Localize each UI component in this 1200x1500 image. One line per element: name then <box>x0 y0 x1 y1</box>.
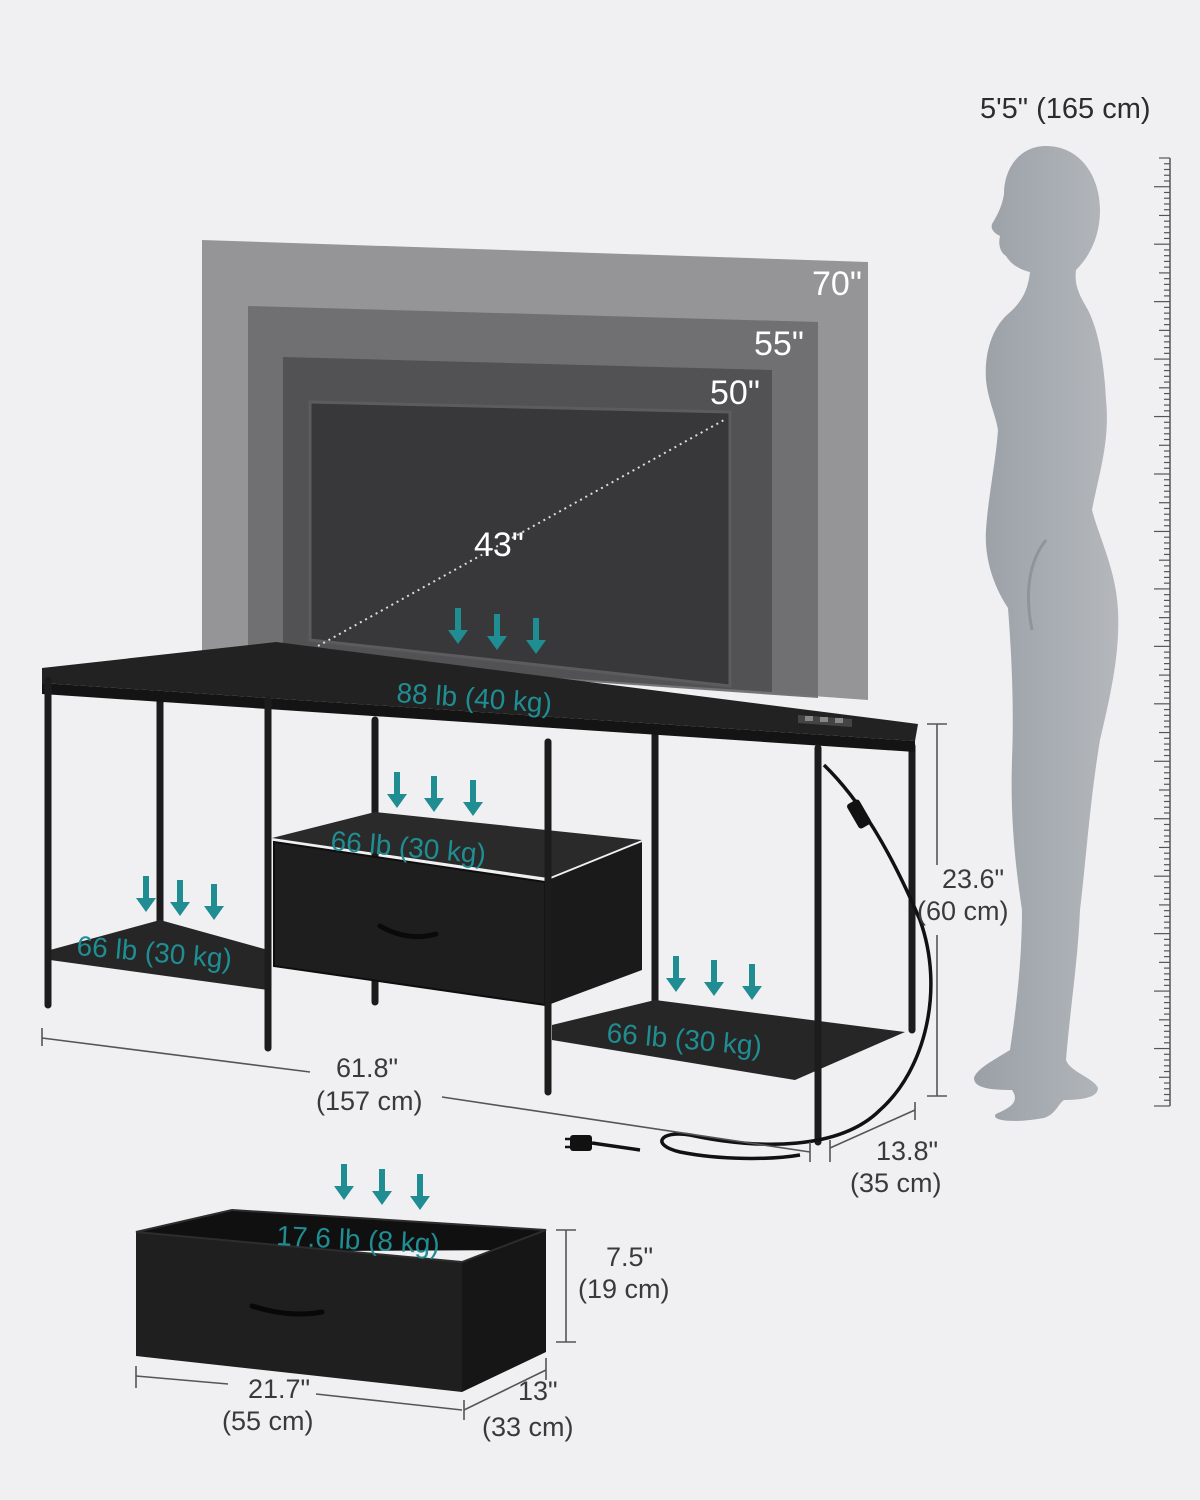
down-arrow-icon <box>136 876 156 912</box>
power-plug-icon <box>565 1135 641 1152</box>
drawer-cabinet-side <box>548 842 642 1005</box>
person-silhouette <box>974 146 1119 1121</box>
drawer-depth-inches: 13" <box>518 1376 558 1406</box>
stand-dimensions: 61.8" (157 cm) 13.8" (35 cm) 23.6" (60 c… <box>41 723 1009 1198</box>
down-arrow-icon <box>204 884 224 920</box>
tv-size-label-43: 43" <box>474 526 524 564</box>
width-cm: (157 cm) <box>316 1086 423 1116</box>
tv-size-label-50: 50" <box>710 374 760 412</box>
drawer-height-cm: (19 cm) <box>578 1274 670 1304</box>
tv-stand <box>42 642 933 1161</box>
tv-size-label-70: 70" <box>812 265 862 303</box>
person-height-label: 5'5" (165 cm) <box>980 93 1151 125</box>
tv-size-illustration: 70" 55" 50" 43" <box>202 240 868 700</box>
drawer-box-side <box>462 1230 546 1392</box>
down-arrow-icon <box>742 964 762 1000</box>
drawer-detail: 17.6 lb (8 kg) 7.5" (19 cm) 21.7" (55 cm… <box>135 1208 670 1442</box>
height-inches: 23.6" <box>942 864 1004 894</box>
cord-switch <box>847 799 871 829</box>
down-arrow-icon <box>372 1169 392 1205</box>
top-board <box>42 642 918 741</box>
top-board-edge <box>42 683 915 752</box>
tv-43-screen <box>308 400 732 688</box>
depth-inches: 13.8" <box>876 1136 938 1166</box>
down-arrow-icon <box>410 1174 430 1210</box>
power-cord <box>660 763 933 1161</box>
down-arrow-icon <box>170 880 190 916</box>
drawer-depth-cm: (33 cm) <box>482 1412 574 1442</box>
height-cm: (60 cm) <box>917 896 1009 926</box>
down-arrow-icon <box>666 956 686 992</box>
drawer-handle-icon <box>377 923 439 940</box>
depth-cm: (35 cm) <box>850 1168 942 1198</box>
drawer-width-inches: 21.7" <box>248 1374 310 1404</box>
down-arrow-icon <box>334 1164 354 1200</box>
tv-size-label-55: 55" <box>754 325 804 363</box>
down-arrow-icon <box>387 772 407 808</box>
down-arrow-icon <box>424 776 444 812</box>
down-arrow-icon <box>704 960 724 996</box>
drawer-handle-icon <box>249 1303 325 1317</box>
width-inches: 61.8" <box>336 1053 398 1083</box>
left-bottom-shelf <box>50 920 268 990</box>
height-ruler <box>1154 157 1171 1107</box>
outlet-icon <box>798 715 852 727</box>
drawer-width-cm: (55 cm) <box>222 1406 314 1436</box>
drawer-height-inches: 7.5" <box>606 1242 653 1272</box>
down-arrow-icon <box>463 780 483 816</box>
drawer-rim <box>135 1208 547 1264</box>
